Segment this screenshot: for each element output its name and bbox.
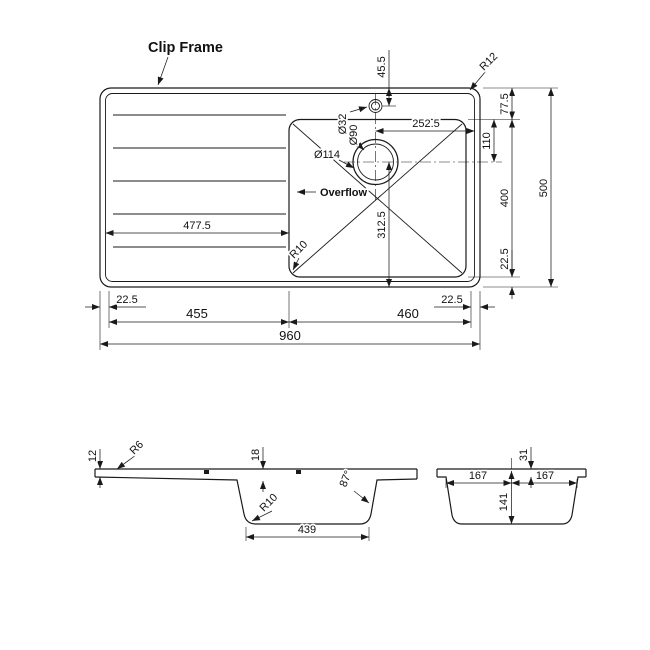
- dim-tap-offset: 45.5: [374, 50, 396, 107]
- dim-bowl-lip-label: 18: [250, 449, 262, 461]
- dim-end-top-label: 31: [518, 449, 530, 461]
- dim-bowl-width-label: 400: [499, 189, 511, 207]
- dim-tap-offset-label: 45.5: [376, 56, 388, 77]
- clip-frame-label: Clip Frame: [148, 40, 223, 56]
- dim-tap-hole-dia: Ø32: [335, 106, 368, 136]
- dim-left-margin-label: 22.5: [116, 294, 137, 306]
- side-view: 12 R6 18 87° R10 439: [85, 437, 418, 541]
- dim-wall-angle-label: 87°: [338, 469, 355, 489]
- sink-outline: [99, 87, 481, 288]
- dim-bowl-depth: 141: [496, 471, 515, 524]
- dim-drain-inner-dia-label: Ø90: [348, 125, 360, 146]
- dim-bowl-length-label: 460: [397, 306, 419, 321]
- dim-overall-height-label: 500: [538, 179, 550, 197]
- side-profile: [94, 468, 418, 525]
- dim-rim-thickness-label: 12: [87, 450, 99, 462]
- dim-rim-radius-label: R6: [128, 439, 146, 457]
- dim-wall-angle: 87°: [336, 467, 370, 504]
- dim-rim-radius: R6: [116, 437, 148, 470]
- dim-bowl-corner-radius: R10: [286, 237, 312, 271]
- clip-mark: [296, 470, 301, 474]
- dim-drain-to-right-label: 252.5: [412, 118, 440, 130]
- dim-chain-right: 110 77.5 400 22.5 500: [468, 87, 558, 299]
- dim-bowl-top-to-drain-label: 110: [481, 132, 493, 150]
- clip-frame-leader: [157, 56, 169, 86]
- dim-drainer-width: 477.5: [105, 218, 289, 236]
- dim-right-margin-label: 22.5: [441, 294, 462, 306]
- dim-drain-outer-dia: Ø114: [312, 147, 355, 169]
- dim-rim-top-label: 77.5: [499, 93, 511, 114]
- dim-bowl-corner-radius-label: R10: [287, 238, 310, 261]
- top-view: Clip Frame: [85, 38, 558, 350]
- dim-half-width-left-label: 167: [469, 470, 487, 482]
- bowl-slope-diagonal: [292, 123, 463, 274]
- centerlines: [344, 94, 502, 200]
- dim-drainer-length-label: 455: [186, 306, 208, 321]
- dim-drain-to-bottom: 312.5: [374, 162, 392, 287]
- dim-chain-bottom: 22.5 22.5 455 460 960: [85, 291, 495, 350]
- drainer-grooves: [113, 114, 286, 248]
- dim-drain-to-bottom-label: 312.5: [376, 211, 388, 239]
- end-view: 31 167 167 141: [436, 447, 587, 525]
- dim-tap-hole-dia-label: Ø32: [337, 114, 349, 135]
- dim-bowl-lip: 18: [248, 447, 266, 492]
- dim-half-width-right-label: 167: [536, 470, 554, 482]
- dim-drain-outer-dia-label: Ø114: [314, 149, 340, 161]
- dim-rim-bottom-label: 22.5: [499, 248, 511, 269]
- dim-rim-thickness: 12: [85, 448, 103, 488]
- dim-corner-radius: R12: [469, 49, 502, 91]
- end-profile: [436, 458, 587, 525]
- dim-bowl-depth-label: 141: [498, 493, 510, 511]
- dim-corner-radius-label: R12: [477, 50, 500, 73]
- dim-bottom-radius: R10: [251, 490, 282, 522]
- dim-overall-width-label: 960: [279, 328, 301, 343]
- dim-half-widths: 167 167: [445, 468, 578, 488]
- dim-drainer-width-label: 477.5: [183, 220, 211, 232]
- dim-bowl-bottom-length: 439: [245, 522, 370, 541]
- overflow-label: Overflow: [320, 187, 368, 199]
- dim-drain-to-right: 252.5: [375, 116, 475, 134]
- dim-end-top: 31: [516, 447, 534, 488]
- dim-bottom-radius-label: R10: [257, 491, 280, 514]
- dim-bowl-bottom-length-label: 439: [298, 524, 316, 536]
- overflow-callout: Overflow: [297, 185, 369, 201]
- dim-drain-inner-dia: Ø90: [346, 123, 365, 151]
- clip-mark: [204, 470, 209, 474]
- bowl-outline: [288, 118, 467, 278]
